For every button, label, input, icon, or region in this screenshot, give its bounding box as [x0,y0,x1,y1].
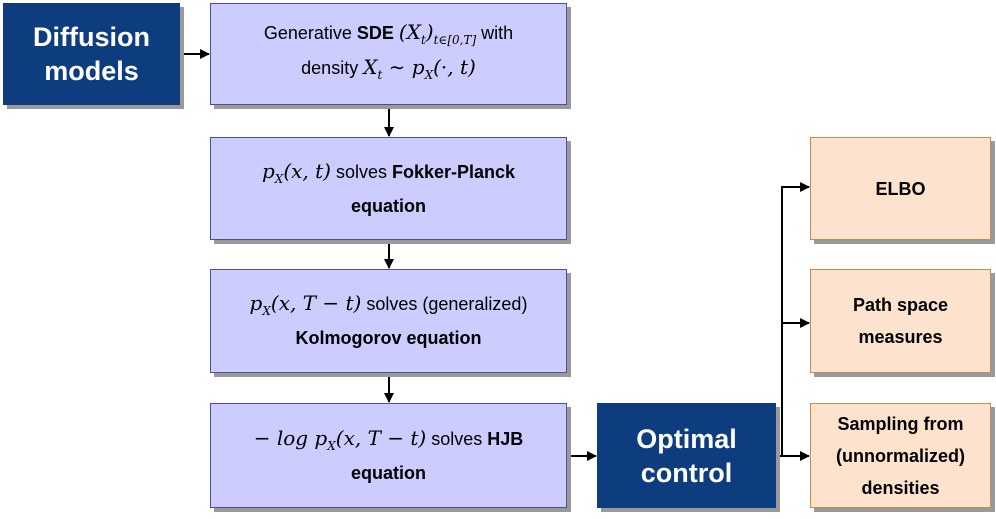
sde-math-density-sub2: X [424,68,434,82]
sampling-line2: (unnormalized) [836,445,965,466]
elbo-label: ELBO [875,178,926,199]
sde-math-density: Xt ∼ pX(·, t) [363,55,476,82]
kolmogorov-math-tail: (x, T − t) [270,291,362,315]
fokker-text: solves [330,161,392,182]
fokker-math: pX(x, t) [261,158,331,186]
hjb-bold-name: HJB [487,428,524,449]
diffusion-models-line2: models [44,56,139,86]
kolmogorov-node: pX(x, T − t) solves (generalized) Kolmog… [210,269,567,373]
kolmogorov-math: pX(x, T − t) [249,291,362,318]
fokker-bold-equation: equation [351,195,426,216]
hjb-text: solves [426,428,488,449]
hjb-node: − log pX(x, T − t) solves HJB equation [210,403,567,508]
fokker-math-sub: X [274,171,284,186]
hjb-math: − log pX(x, T − t) [253,425,427,453]
hjb-math-tail: (x, T − t) [335,425,427,450]
path-space-node: Path space measures [810,269,991,373]
optimal-control-node: Optimal control [597,403,776,508]
sde-density-text: density [301,58,364,78]
sde-math-process-symbol: (X [398,20,421,44]
sde-text-after: with [476,23,514,43]
hjb-math-pre: − log p [253,425,328,450]
sampling-line3: densities [861,477,940,498]
optimal-control-line1: Optimal [636,423,737,454]
sde-bold-label: SDE [356,23,394,43]
fokker-math-tail: (x, t) [283,158,331,183]
sde-math-density-tail: (·, t) [433,55,476,79]
diffusion-models-line1: Diffusion [33,22,150,52]
generative-sde-node: Generative SDE (Xt)t∈[0,T] with density … [210,3,567,105]
sde-text-before: Generative [263,23,357,43]
sde-math-density-sub: t [377,68,383,82]
sde-math-time-range: t∈[0,T] [433,33,477,47]
kolmogorov-math-symbol: p [249,291,263,315]
sde-math-process-sub: t [420,33,426,47]
kolmogorov-bold-label: Kolmogorov equation [295,328,482,348]
hjb-math-sub: X [327,438,336,453]
path-space-line2: measures [858,327,943,347]
sde-math-process-close: ) [425,20,434,44]
sampling-line1: Sampling from [837,413,964,434]
elbo-node: ELBO [810,137,991,240]
sde-math-process: (Xt)t∈[0,T] [398,20,477,47]
fokker-math-symbol: p [261,158,275,183]
kolmogorov-math-sub: X [262,304,271,318]
diffusion-models-node: Diffusion models [3,3,180,105]
optimal-control-line2: control [640,457,733,488]
path-space-line1: Path space [852,295,949,315]
sampling-node: Sampling from (unnormalized) densities [810,403,991,508]
sde-math-density-rest: ∼ p [382,55,425,79]
hjb-bold-equation: equation [351,462,426,483]
arrow-control-to-elbo [776,182,810,457]
kolmogorov-text: solves (generalized) [361,294,528,314]
fokker-bold-name: Fokker-Planck [391,161,516,182]
sde-math-density-symbol: X [363,55,378,79]
fokker-planck-node: pX(x, t) solves Fokker-Planck equation [210,137,567,240]
